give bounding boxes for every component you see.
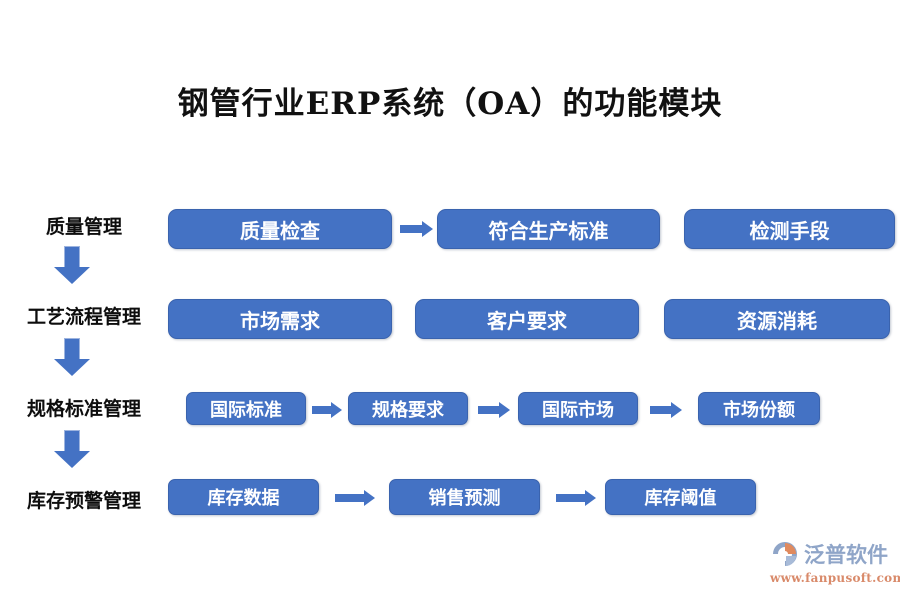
right-arrow-r3-3 [650, 402, 682, 418]
box-spec-requirement[interactable]: 规格要求 [348, 392, 468, 425]
down-arrow-shaft [64, 430, 80, 452]
down-arrow-3 [54, 430, 90, 468]
box-inspection-method[interactable]: 检测手段 [684, 209, 895, 249]
arrow-head [499, 402, 510, 418]
arrow-shaft [478, 406, 500, 414]
arrow-shaft [312, 406, 332, 414]
down-arrow-shaft [64, 338, 80, 360]
arrow-head [585, 490, 596, 506]
down-arrow-1 [54, 246, 90, 284]
right-arrow-r4-2 [556, 490, 596, 506]
arrow-head [364, 490, 375, 506]
box-international-standard[interactable]: 国际标准 [186, 392, 306, 425]
box-inventory-threshold[interactable]: 库存阈值 [605, 479, 756, 515]
arrow-head [422, 221, 433, 237]
row-label-quality-management: 质量管理 [45, 216, 122, 238]
arrow-head [671, 402, 682, 418]
logo-url: www.fanpusoft.com [770, 571, 900, 585]
arrow-shaft [556, 494, 586, 502]
company-logo: 泛普软件 www.fanpusoft.com [770, 538, 900, 590]
page-title: 钢管行业ERP系统（OA）的功能模块 [177, 86, 723, 122]
logo-row: 泛普软件 [770, 538, 896, 570]
row-label-inventory-alert-management: 库存预警管理 [26, 490, 141, 512]
arrow-head [331, 402, 342, 418]
box-resource-consumption[interactable]: 资源消耗 [664, 299, 890, 339]
down-arrow-2 [54, 338, 90, 376]
arrow-shaft [335, 494, 365, 502]
down-arrow-shaft [64, 246, 80, 268]
fanpu-mark-icon [770, 539, 800, 569]
down-arrow-head [54, 267, 90, 284]
box-customer-requirement[interactable]: 客户要求 [415, 299, 639, 339]
box-market-share[interactable]: 市场份额 [698, 392, 820, 425]
right-arrow-r3-2 [478, 402, 510, 418]
box-international-market[interactable]: 国际市场 [518, 392, 638, 425]
arrow-shaft [650, 406, 672, 414]
down-arrow-head [54, 359, 90, 376]
box-meets-production-standard[interactable]: 符合生产标准 [437, 209, 660, 249]
box-sales-forecast[interactable]: 销售预测 [389, 479, 540, 515]
box-quality-inspection[interactable]: 质量检查 [168, 209, 392, 249]
row-label-spec-standard-management: 规格标准管理 [26, 398, 141, 420]
logo-name: 泛普软件 [804, 543, 888, 567]
right-arrow-r4-1 [335, 490, 375, 506]
box-market-demand[interactable]: 市场需求 [168, 299, 392, 339]
arrow-shaft [400, 225, 423, 233]
right-arrow-r3-1 [312, 402, 342, 418]
right-arrow-r1-1 [400, 221, 433, 237]
down-arrow-head [54, 451, 90, 468]
box-inventory-data[interactable]: 库存数据 [168, 479, 319, 515]
row-label-process-management: 工艺流程管理 [26, 306, 141, 328]
